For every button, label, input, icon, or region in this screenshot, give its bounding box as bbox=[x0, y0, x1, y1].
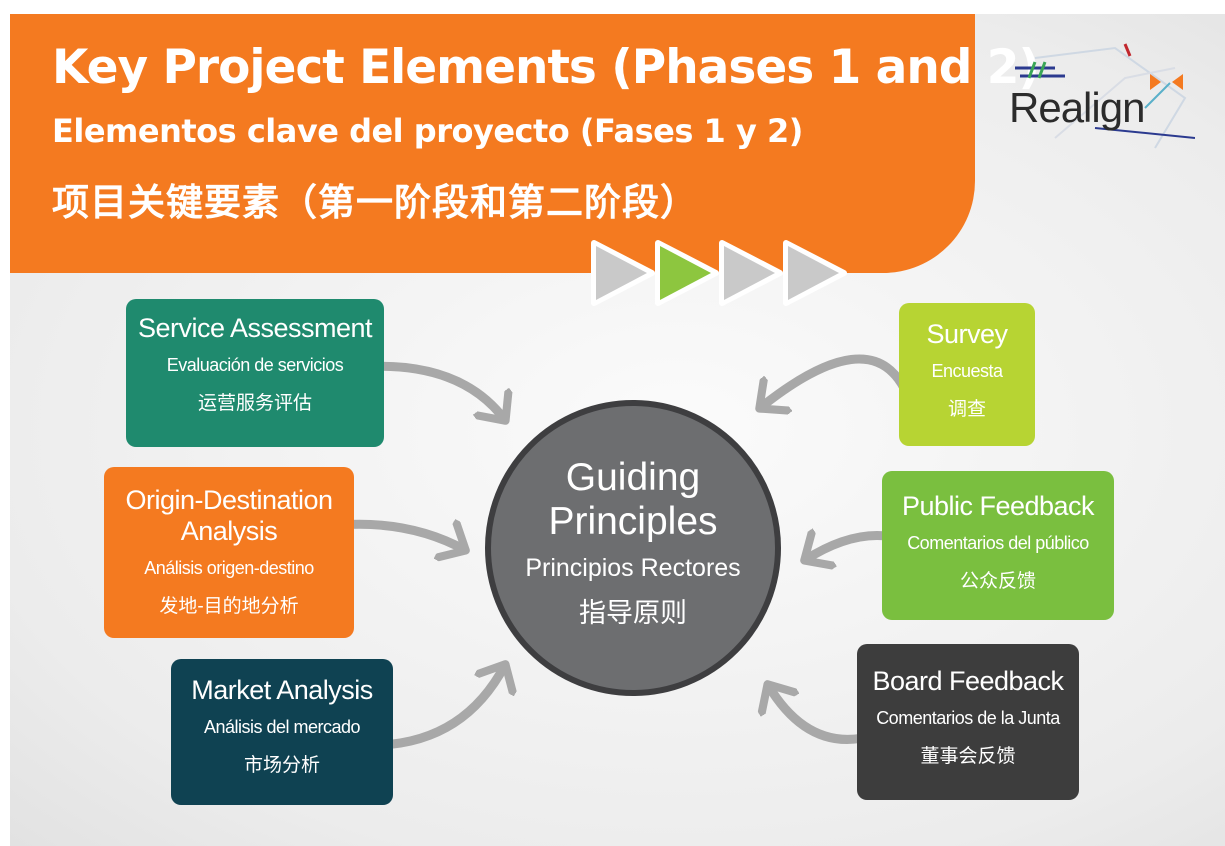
realign-logo: Realign bbox=[995, 38, 1196, 158]
title-chinese: 项目关键要素（第一阶段和第二阶段） bbox=[52, 181, 698, 224]
service-assessment-title: Service Assessment bbox=[137, 313, 373, 343]
survey-title: Survey bbox=[926, 319, 1008, 349]
market-analysis-spanish: Análisis del mercado bbox=[203, 717, 361, 737]
chevron-2-icon bbox=[655, 240, 719, 306]
title-english: Key Project Elements (Phases 1 and 2) bbox=[52, 40, 1040, 95]
guiding-principles-spanish: Principios Rectores bbox=[525, 554, 741, 582]
public-feedback-box: Public Feedback Comentarios del público … bbox=[882, 471, 1114, 620]
chevron-1-icon bbox=[591, 240, 655, 306]
phase-chevrons bbox=[591, 240, 847, 306]
service-assessment-spanish: Evaluación de servicios bbox=[166, 355, 344, 375]
header-banner bbox=[10, 14, 975, 273]
od-analysis-box: Origin-Destination Analysis Análisis ori… bbox=[104, 467, 354, 638]
service-assessment-box: Service Assessment Evaluación de servici… bbox=[126, 299, 384, 447]
map-lines-icon bbox=[1015, 43, 1196, 149]
arrow-survey bbox=[760, 354, 910, 408]
survey-chinese: 调查 bbox=[947, 399, 986, 420]
board-feedback-box: Board Feedback Comentarios de la Junta 董… bbox=[857, 644, 1079, 800]
market-analysis-chinese: 市场分析 bbox=[243, 755, 320, 776]
guiding-principles-circle: Guiding Principles Principios Rectores 指… bbox=[485, 400, 781, 696]
arrow-od-analysis bbox=[335, 524, 465, 550]
survey-spanish: Encuesta bbox=[931, 361, 1003, 381]
service-assessment-chinese: 运营服务评估 bbox=[197, 393, 312, 414]
public-feedback-title: Public Feedback bbox=[901, 491, 1095, 521]
guiding-principles-title: Guiding Principles bbox=[548, 456, 718, 543]
board-feedback-chinese: 董事会反馈 bbox=[920, 746, 1016, 767]
od-analysis-title: Origin-Destination Analysis bbox=[125, 485, 333, 546]
od-analysis-chinese: 发地-目的地分析 bbox=[159, 596, 299, 617]
public-feedback-chinese: 公众反馈 bbox=[959, 571, 1036, 592]
public-feedback-spanish: Comentarios del público bbox=[907, 533, 1089, 553]
survey-box: Survey Encuesta 调查 bbox=[899, 303, 1035, 446]
chevron-4-icon bbox=[783, 240, 847, 306]
board-feedback-title: Board Feedback bbox=[872, 666, 1064, 696]
logo-text: Realign bbox=[1009, 84, 1145, 131]
guiding-principles-chinese: 指导原则 bbox=[579, 598, 687, 628]
market-analysis-title: Market Analysis bbox=[191, 675, 373, 705]
od-analysis-spanish: Análisis origen-destino bbox=[144, 558, 314, 578]
board-feedback-spanish: Comentarios de la Junta bbox=[876, 708, 1060, 728]
chevron-3-icon bbox=[719, 240, 783, 306]
market-analysis-box: Market Analysis Análisis del mercado 市场分… bbox=[171, 659, 393, 805]
title-spanish: Elementos clave del proyecto (Fases 1 y … bbox=[52, 112, 803, 150]
